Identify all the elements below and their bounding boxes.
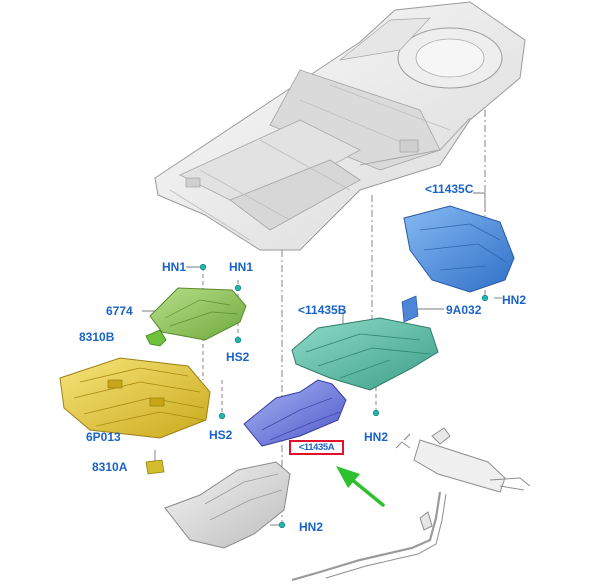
heat-shield-6p013-illustration bbox=[59, 357, 211, 439]
bracket-8310b-illustration bbox=[145, 329, 167, 347]
label-8310a[interactable]: 8310A bbox=[92, 460, 128, 474]
label-hn2-right[interactable]: HN2 bbox=[502, 293, 527, 307]
muffler-shield-illustration bbox=[164, 461, 291, 549]
heat-shield-11435b-illustration bbox=[291, 317, 439, 391]
label-6p013[interactable]: 6P013 bbox=[86, 430, 121, 444]
heat-shield-11435c-illustration bbox=[403, 205, 515, 293]
label-hs2-lower[interactable]: HS2 bbox=[209, 428, 233, 442]
heat-shield-6774-illustration bbox=[149, 287, 247, 341]
label-9a032[interactable]: 9A032 bbox=[446, 303, 482, 317]
label-11435a-highlighted[interactable]: <11435A bbox=[289, 440, 344, 455]
heat-shield-11435a-illustration bbox=[243, 379, 347, 447]
label-8310b[interactable]: 8310B bbox=[79, 330, 115, 344]
label-11435b[interactable]: <11435B bbox=[298, 303, 347, 317]
label-6774[interactable]: 6774 bbox=[106, 304, 133, 318]
label-hn1-right[interactable]: HN1 bbox=[229, 260, 254, 274]
exhaust-system-illustration bbox=[291, 427, 531, 582]
pointer-arrow bbox=[336, 466, 385, 507]
floor-pan-illustration bbox=[154, 1, 526, 251]
label-11435c[interactable]: <11435C bbox=[425, 182, 474, 196]
bracket-8310a-illustration bbox=[145, 459, 165, 475]
label-hn2-bottom[interactable]: HN2 bbox=[299, 520, 324, 534]
fasteners bbox=[199, 263, 489, 529]
label-hn2-center[interactable]: HN2 bbox=[364, 430, 389, 444]
label-hs2-upper[interactable]: HS2 bbox=[226, 350, 250, 364]
label-hn1-left[interactable]: HN1 bbox=[162, 260, 187, 274]
bracket-9a032-illustration bbox=[401, 295, 419, 323]
